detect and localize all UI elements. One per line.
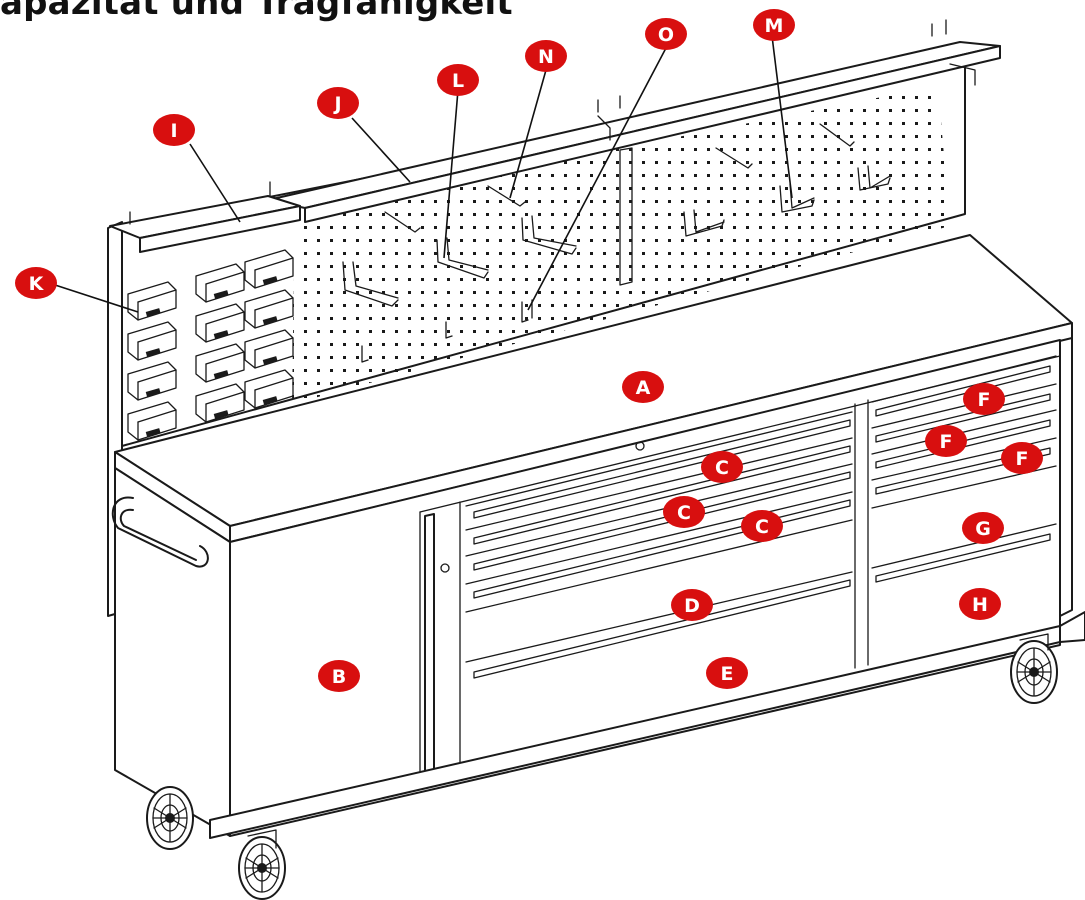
badge-c3: C bbox=[741, 510, 783, 542]
badge-label: F bbox=[1016, 448, 1029, 470]
badge-n: N bbox=[525, 40, 567, 72]
badge-l: L bbox=[437, 64, 479, 96]
badge-d: D bbox=[671, 589, 713, 621]
badge-f2: F bbox=[925, 425, 967, 457]
badge-label: F bbox=[978, 389, 991, 411]
badge-label: N bbox=[538, 46, 554, 68]
badge-label: I bbox=[170, 120, 177, 142]
side-shelf bbox=[109, 181, 301, 253]
leader-lines bbox=[51, 35, 793, 313]
badge-label: L bbox=[452, 70, 464, 92]
casters bbox=[146, 633, 1058, 900]
pegboard-hooks bbox=[342, 123, 891, 363]
badge-label: J bbox=[332, 93, 341, 115]
badge-h: H bbox=[959, 588, 1001, 620]
cabinet-base bbox=[209, 611, 1085, 839]
badge-c2: C bbox=[663, 496, 705, 528]
center-drawers bbox=[465, 411, 853, 679]
badge-label: O bbox=[658, 24, 674, 46]
badge-g: G bbox=[962, 512, 1004, 544]
badge-label: E bbox=[721, 663, 734, 685]
badge-e: E bbox=[706, 657, 748, 689]
badge-m: M bbox=[753, 9, 795, 41]
side-handle bbox=[111, 496, 209, 568]
badge-label: K bbox=[29, 273, 45, 295]
badge-i: I bbox=[153, 114, 195, 146]
badge-label: B bbox=[332, 666, 346, 688]
badge-o: O bbox=[645, 18, 687, 50]
badge-label: G bbox=[975, 518, 991, 540]
pegboard bbox=[121, 59, 966, 447]
page-title: apazität und Tragfähigkeit bbox=[0, 0, 513, 23]
badge-j: J bbox=[317, 87, 359, 119]
badge-label: C bbox=[715, 457, 729, 479]
badge-f3: F bbox=[1001, 442, 1043, 474]
badge-label: C bbox=[755, 516, 769, 538]
badge-c1: C bbox=[701, 451, 743, 483]
badge-b: B bbox=[318, 660, 360, 692]
work-surface bbox=[114, 234, 1073, 543]
badge-label: H bbox=[972, 594, 988, 616]
badge-label: C bbox=[677, 502, 691, 524]
badge-f1: F bbox=[963, 383, 1005, 415]
badge-a: A bbox=[622, 371, 664, 403]
badge-label: D bbox=[684, 595, 700, 617]
badge-label: F bbox=[940, 431, 953, 453]
right-drawers bbox=[871, 355, 1057, 583]
badge-label: M bbox=[765, 15, 784, 37]
badge-k: K bbox=[15, 267, 57, 299]
badge-label: A bbox=[636, 377, 651, 399]
part-badges: A B C C C D E F F F G H I J K L M N O bbox=[15, 9, 1043, 692]
